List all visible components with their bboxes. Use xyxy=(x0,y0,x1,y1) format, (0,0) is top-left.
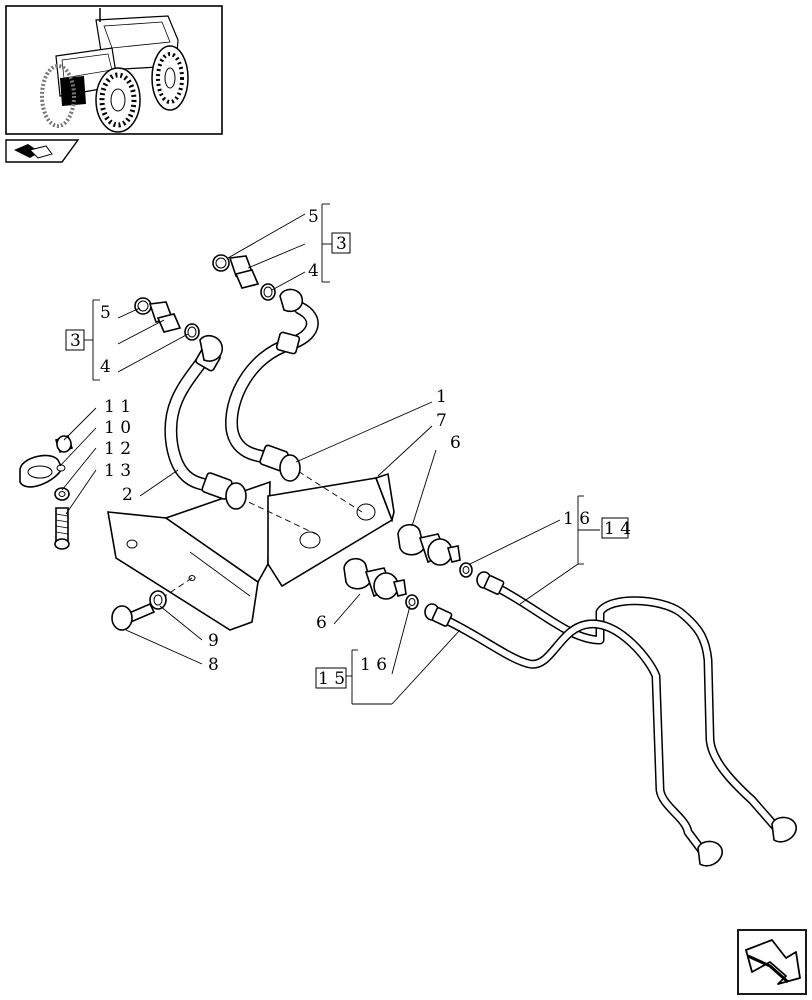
label-4-top: 4 xyxy=(308,261,319,281)
part-kit-icon xyxy=(14,144,53,159)
box-3-left xyxy=(65,329,85,351)
clamp-assembly xyxy=(19,434,74,550)
hose-1 xyxy=(225,288,319,482)
mounting-bracket xyxy=(107,472,395,631)
kit-tab[interactable] xyxy=(5,139,80,163)
union-fitting-6-lower xyxy=(343,557,407,600)
label-3-top: 3 xyxy=(336,234,347,254)
rigid-pipe-14 xyxy=(476,571,797,843)
label-16-upper: 1 6 xyxy=(563,509,590,529)
hose-2 xyxy=(164,334,247,510)
label-12: 1 2 xyxy=(104,439,131,459)
label-4-left: 4 xyxy=(100,357,111,377)
label-5-top: 5 xyxy=(308,207,319,227)
tractor-thumbnail-icon xyxy=(40,8,189,133)
union-fitting-6-upper xyxy=(397,523,461,566)
tractor-thumbnail[interactable] xyxy=(5,5,223,135)
next-page-button[interactable] xyxy=(737,929,807,995)
left-fitting-assembly xyxy=(134,297,200,341)
label-5-left: 5 xyxy=(100,303,111,323)
bolt-8 xyxy=(111,602,156,631)
callout-labels: 5 3 4 5 3 4 1 1 1 0 1 2 1 3 2 1 7 6 1 6 … xyxy=(65,207,631,689)
washer-9 xyxy=(149,590,167,610)
leader-lines xyxy=(59,203,600,705)
label-7: 7 xyxy=(436,411,447,431)
seal-16-lower xyxy=(405,594,419,610)
label-15: 1 5 xyxy=(318,669,345,689)
label-16-lower: 1 6 xyxy=(360,655,387,675)
box-14 xyxy=(601,517,629,539)
rigid-pipe-15 xyxy=(424,603,723,867)
top-fitting-assembly xyxy=(212,254,276,301)
label-6-upper: 6 xyxy=(450,433,461,453)
label-9: 9 xyxy=(208,631,219,651)
label-3-left: 3 xyxy=(70,331,81,351)
label-1: 1 xyxy=(436,387,447,407)
label-14: 1 4 xyxy=(604,519,631,539)
box-15 xyxy=(315,667,347,689)
label-13: 1 3 xyxy=(104,461,131,481)
label-8: 8 xyxy=(208,655,219,675)
label-10: 1 0 xyxy=(104,418,131,438)
label-2: 2 xyxy=(122,485,133,505)
seal-16-upper xyxy=(459,562,473,578)
next-page-arrow-icon xyxy=(745,939,801,985)
box-3-top xyxy=(331,232,351,254)
label-11: 1 1 xyxy=(104,397,131,417)
label-6-lower: 6 xyxy=(316,613,327,633)
alignment-lines xyxy=(161,465,363,599)
